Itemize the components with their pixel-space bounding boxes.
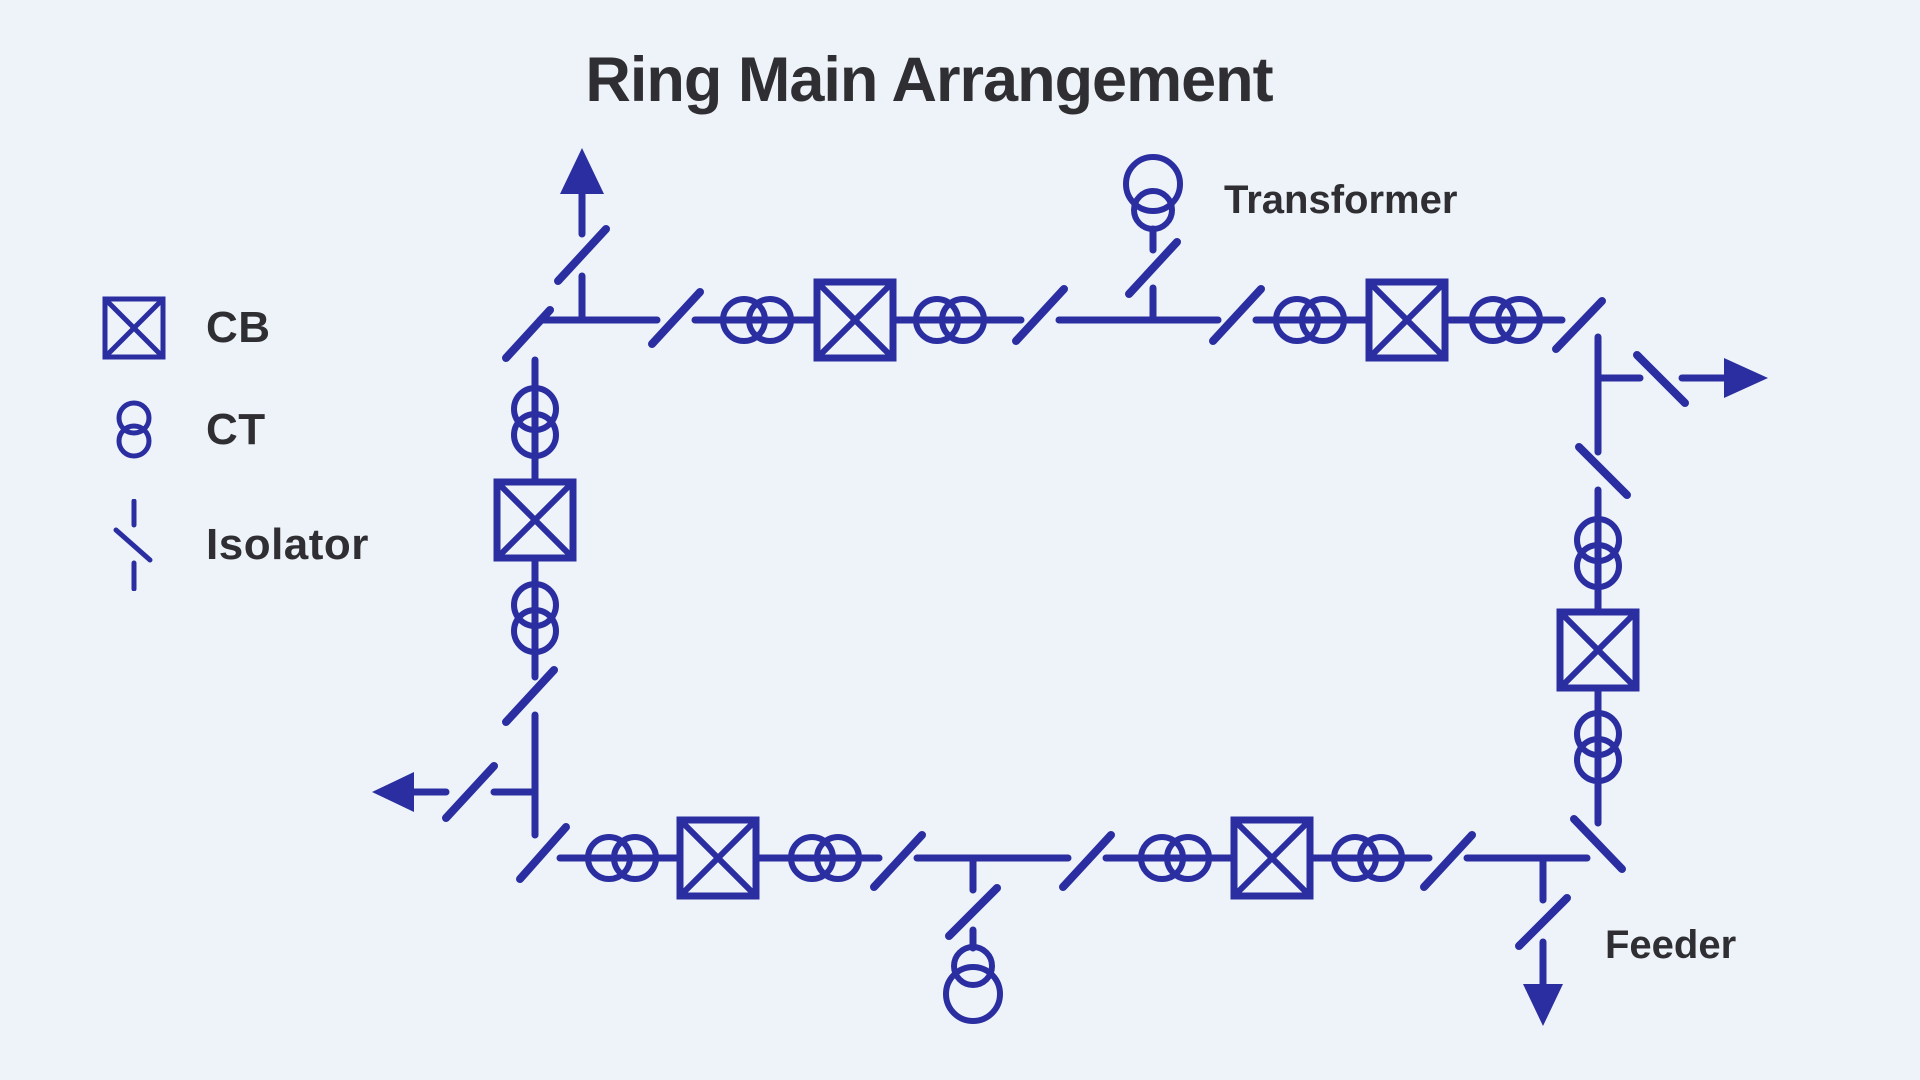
isolator-bottom-1 <box>870 831 926 891</box>
isolator-top-1 <box>648 288 704 348</box>
transformer-icon <box>951 944 995 988</box>
isolator-top-3 <box>1209 285 1265 345</box>
transformer-label: Transformer <box>1224 178 1457 222</box>
isolator-right-1 <box>1575 443 1631 499</box>
isolator-bottom-3 <box>1420 831 1476 891</box>
feeder-branch-right <box>1594 351 1768 407</box>
ct-bottom-3 <box>1138 834 1212 882</box>
ct-top-4 <box>1469 296 1543 344</box>
arrow-up-icon <box>560 148 604 194</box>
cb-right <box>1556 608 1640 692</box>
arrow-down-icon <box>1523 984 1563 1026</box>
isolator-icon <box>1515 894 1571 950</box>
ct-right-1 <box>1574 516 1622 590</box>
transformer-branch-top <box>1123 154 1183 324</box>
transformer-icon <box>1123 154 1183 214</box>
ct-bottom-4 <box>1331 834 1405 882</box>
ct-top-3 <box>1273 296 1347 344</box>
ct-bottom-1 <box>585 834 659 882</box>
ct-left-1 <box>511 385 559 459</box>
corner-isolator-top-left <box>502 306 554 362</box>
cb-bottom-1 <box>676 816 760 900</box>
corner-isolator-bottom-right <box>1570 815 1626 873</box>
isolator-top-2 <box>1012 285 1068 345</box>
source-feeder-up <box>554 148 610 324</box>
isolator-bottom-2 <box>1059 831 1115 891</box>
ct-top-1 <box>720 296 794 344</box>
ct-right-2 <box>1574 710 1622 784</box>
ct-top-2 <box>913 296 987 344</box>
feeder-branch-left <box>372 762 539 822</box>
corner-isolator-top-right <box>1552 297 1606 353</box>
cb-top-1 <box>813 278 897 362</box>
isolator-icon <box>1125 238 1181 298</box>
isolator-icon <box>442 762 498 822</box>
cb-top-2 <box>1365 278 1449 362</box>
transformer-branch-bottom <box>943 854 1003 1024</box>
isolator-icon <box>1633 351 1689 407</box>
arrow-left-icon <box>372 772 414 812</box>
ct-left-2 <box>511 581 559 655</box>
feeder-branch-down <box>1515 854 1571 1026</box>
isolator-icon <box>554 225 610 285</box>
page-title: Ring Main Arrangement <box>585 45 1273 115</box>
feeder-label: Feeder <box>1605 923 1736 967</box>
corner-isolator-bottom-left <box>516 823 570 883</box>
cb-bottom-2 <box>1230 816 1314 900</box>
cb-left <box>493 478 577 562</box>
isolator-icon <box>945 884 1001 940</box>
ct-bottom-2 <box>788 834 862 882</box>
isolator-left-1 <box>502 666 558 726</box>
arrow-right-icon <box>1724 358 1768 398</box>
